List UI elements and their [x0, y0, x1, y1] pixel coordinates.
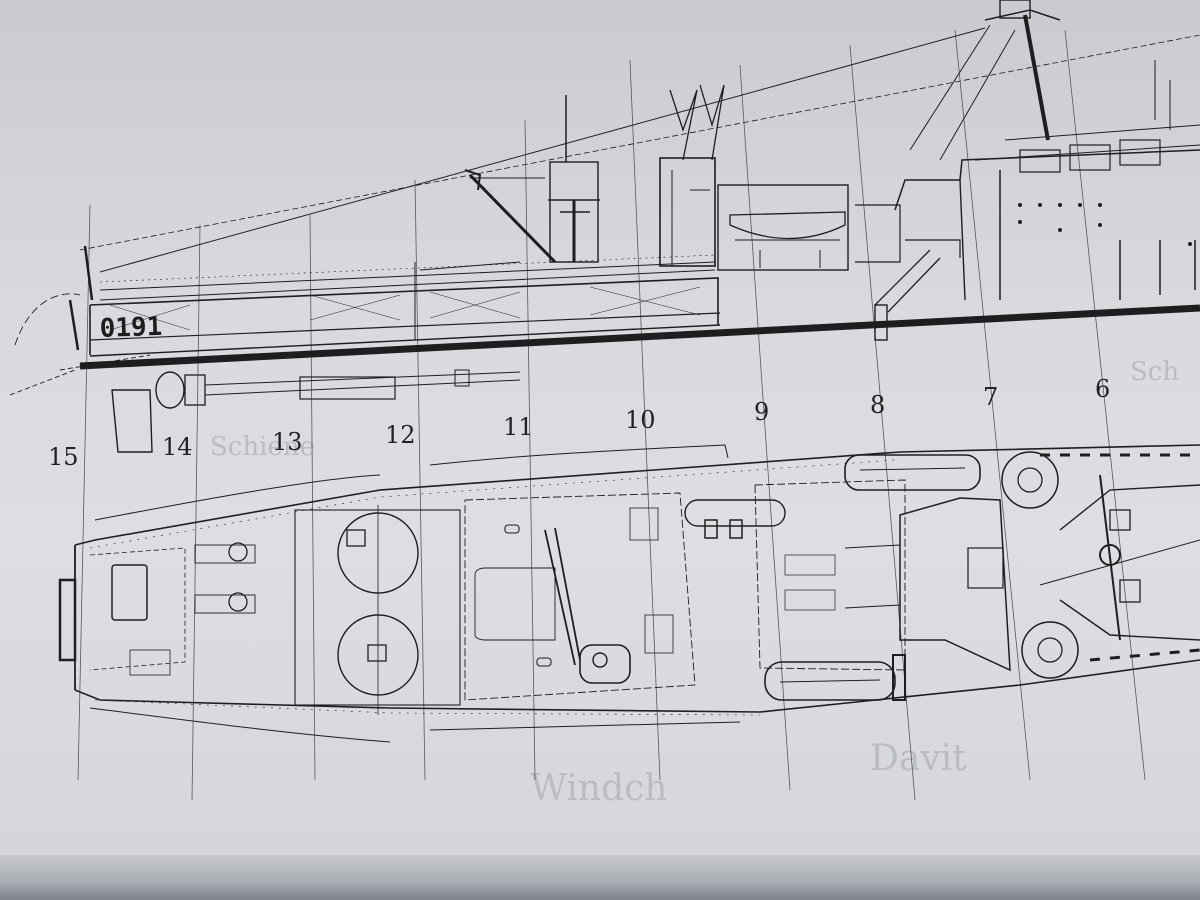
- paper-stack-edge: [0, 855, 1200, 900]
- deck-plan: [58, 444, 1200, 743]
- ghost-label-top-right: Sch: [1130, 357, 1179, 387]
- section-number-15: 15: [48, 443, 79, 471]
- section-number-14: 14: [162, 433, 193, 461]
- section-number-12: 12: [385, 421, 416, 449]
- hull-number: 0191: [99, 312, 163, 344]
- section-number-10: 10: [625, 406, 656, 434]
- section-number-13: 13: [272, 428, 303, 456]
- section-number-7: 7: [983, 383, 998, 411]
- section-numbers: 15 14 13 12 11 10 9 8 7 6: [48, 375, 1110, 471]
- portholes: [1018, 203, 1192, 246]
- section-number-9: 9: [754, 398, 769, 426]
- ghost-label-winch: Windch: [530, 768, 667, 809]
- section-number-8: 8: [870, 391, 885, 419]
- section-number-11: 11: [503, 413, 534, 441]
- ghost-label-davit: Davit: [870, 738, 967, 779]
- side-elevation: [9, 0, 1200, 453]
- station-gridlines: [77, 29, 1146, 801]
- section-number-6: 6: [1095, 375, 1110, 403]
- ghost-label-top-left: Schiene: [210, 432, 315, 462]
